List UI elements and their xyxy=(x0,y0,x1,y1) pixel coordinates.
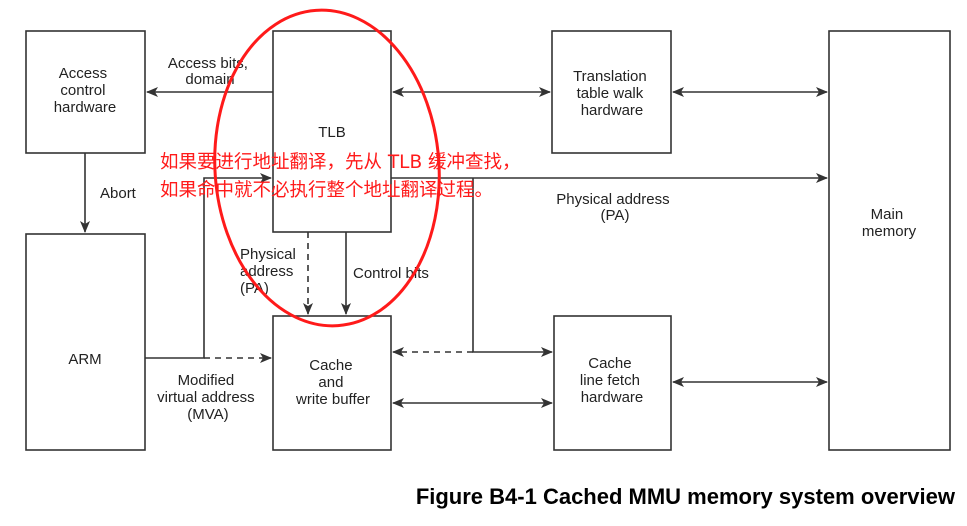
abort-label: Abort xyxy=(100,185,137,202)
tlb-label: TLB xyxy=(318,124,346,141)
line-fetch-block xyxy=(553,315,672,451)
access-control-label: Access control hardware xyxy=(54,65,117,116)
access-bits-label: Access bits, domain xyxy=(168,55,252,88)
translation-walk-label: Translation table walk hardware xyxy=(573,68,651,119)
access-control-block xyxy=(25,30,146,154)
main-memory-label: Main memory xyxy=(862,206,917,240)
mva-label: Modified virtual address (MVA) xyxy=(157,372,259,423)
cache-label: Cache and write buffer xyxy=(295,357,370,408)
physical-address-main-label: Physical address (PA) xyxy=(556,191,674,224)
annotation-text: 如果要进行地址翻译，先从 TLB 缓冲查找， 如果命中就不必执行整个地址翻译过程… xyxy=(160,152,526,201)
tlb-block xyxy=(272,30,392,233)
arm-label: ARM xyxy=(68,351,101,368)
translation-walk-block xyxy=(551,30,672,154)
cache-block xyxy=(272,315,392,451)
pa-to-linefetch-arrow xyxy=(472,178,553,357)
physical-address-tlb-label: Physical address (PA) xyxy=(240,246,300,297)
mva-to-tlb-arrow xyxy=(145,173,272,359)
highlight-ellipse xyxy=(213,8,441,328)
figure-caption: Figure B4-1 Cached MMU memory system ove… xyxy=(416,484,956,509)
main-memory-block xyxy=(828,30,951,451)
line-fetch-label: Cache line fetch hardware xyxy=(580,355,644,406)
arm-block xyxy=(25,233,146,451)
